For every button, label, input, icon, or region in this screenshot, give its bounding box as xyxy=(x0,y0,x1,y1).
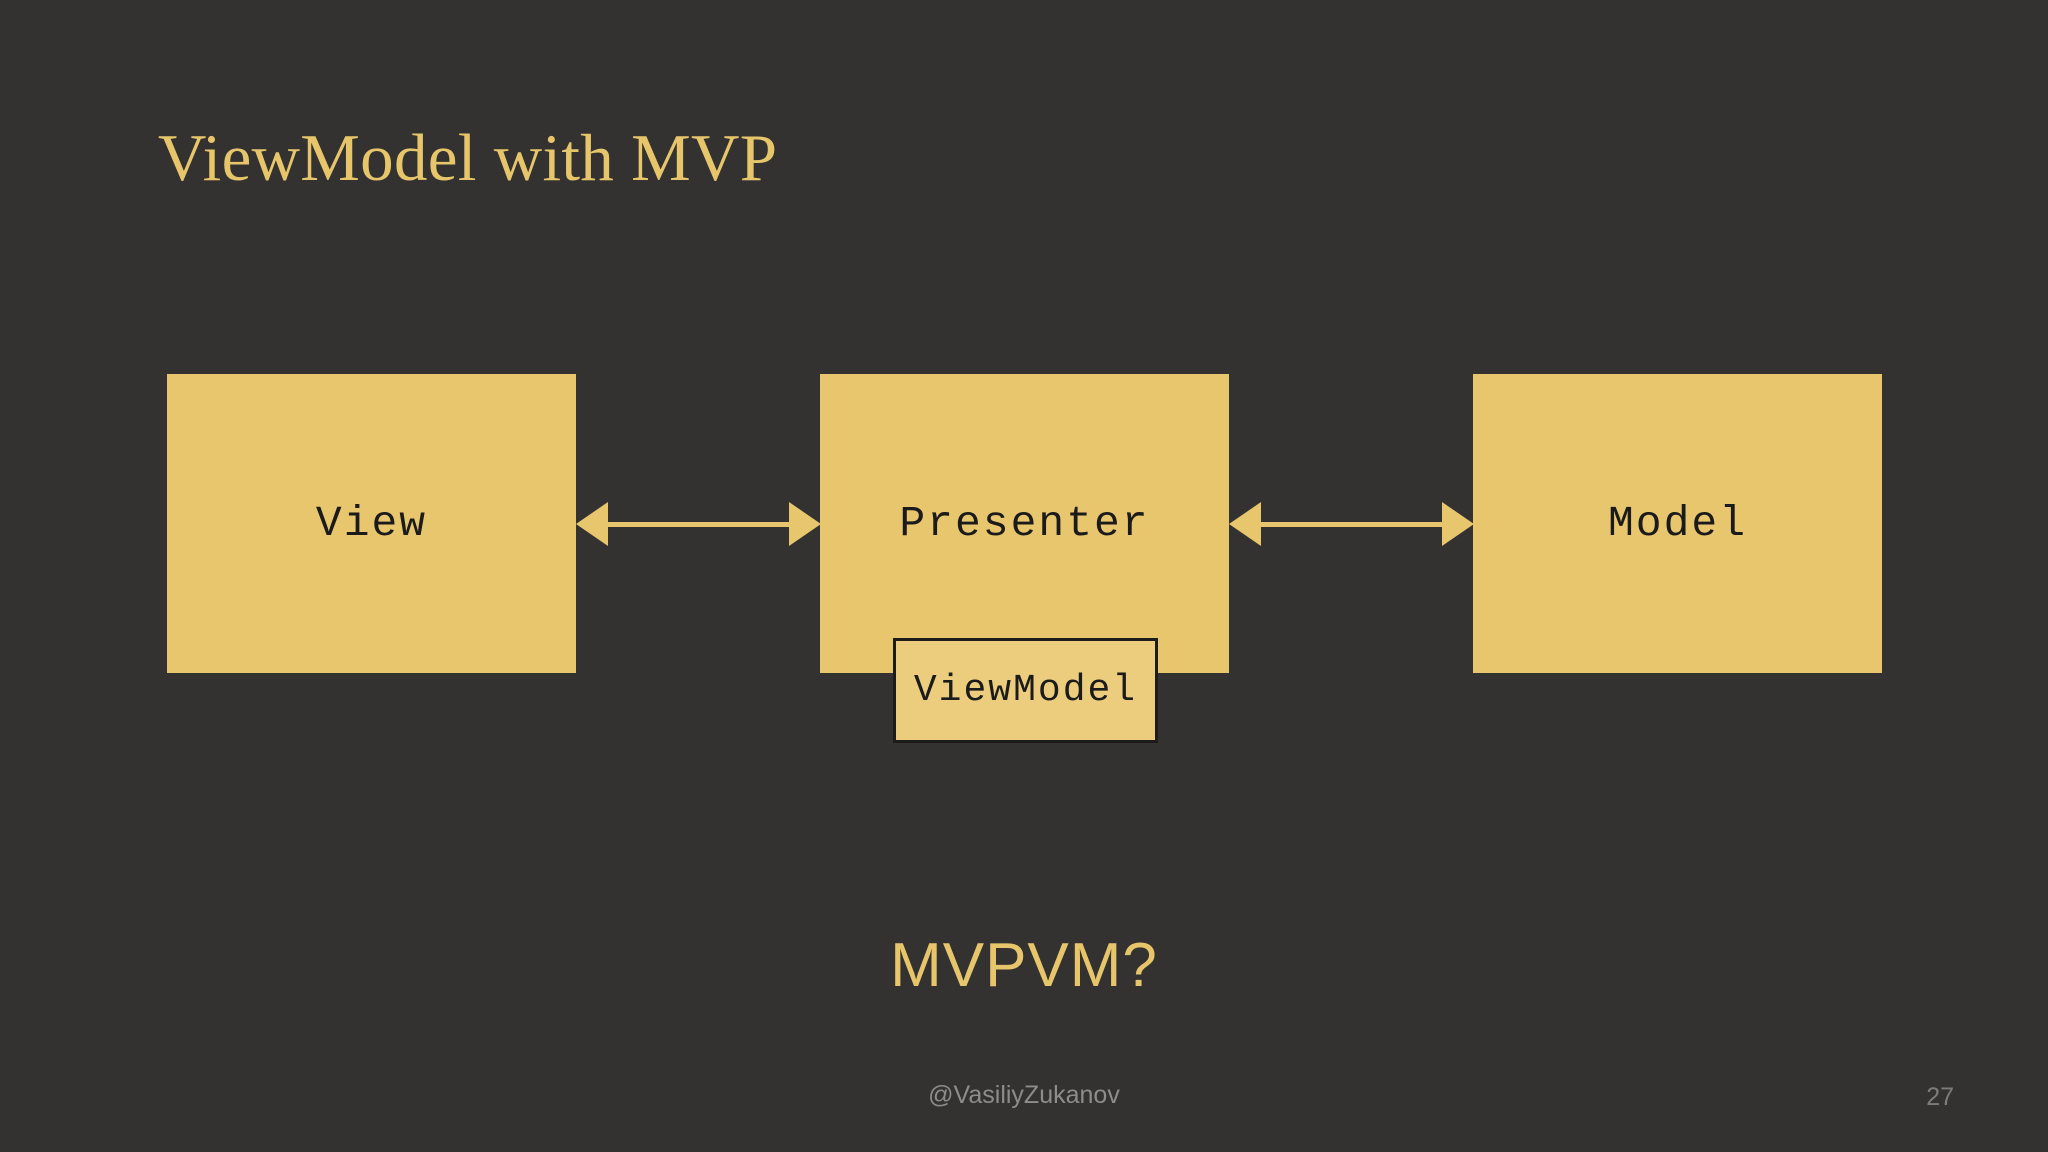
arrow-head-left-icon xyxy=(1229,502,1261,546)
arrow-view-presenter xyxy=(576,502,821,546)
diagram-node-viewmodel: ViewModel xyxy=(893,638,1158,743)
diagram-node-model: Model xyxy=(1473,374,1882,673)
diagram-node-presenter: Presenter xyxy=(820,374,1229,673)
diagram-node-presenter-label: Presenter xyxy=(899,499,1150,548)
arrow-presenter-model xyxy=(1229,502,1474,546)
diagram-node-viewmodel-label: ViewModel xyxy=(913,669,1138,712)
arrow-head-right-icon xyxy=(1442,502,1474,546)
arrow-shaft xyxy=(1261,521,1442,527)
diagram-node-view-label: View xyxy=(315,499,428,548)
arrow-head-left-icon xyxy=(576,502,608,546)
footer-page-number: 27 xyxy=(1926,1083,1954,1111)
page-title: ViewModel with MVP xyxy=(158,121,778,195)
diagram-node-view: View xyxy=(167,374,576,673)
arrow-shaft xyxy=(608,521,789,527)
arrow-head-right-icon xyxy=(789,502,821,546)
diagram-node-model-label: Model xyxy=(1607,499,1748,548)
footer-handle: @VasiliyZukanov xyxy=(928,1081,1120,1109)
callout-text: MVPVM? xyxy=(890,931,1158,1000)
